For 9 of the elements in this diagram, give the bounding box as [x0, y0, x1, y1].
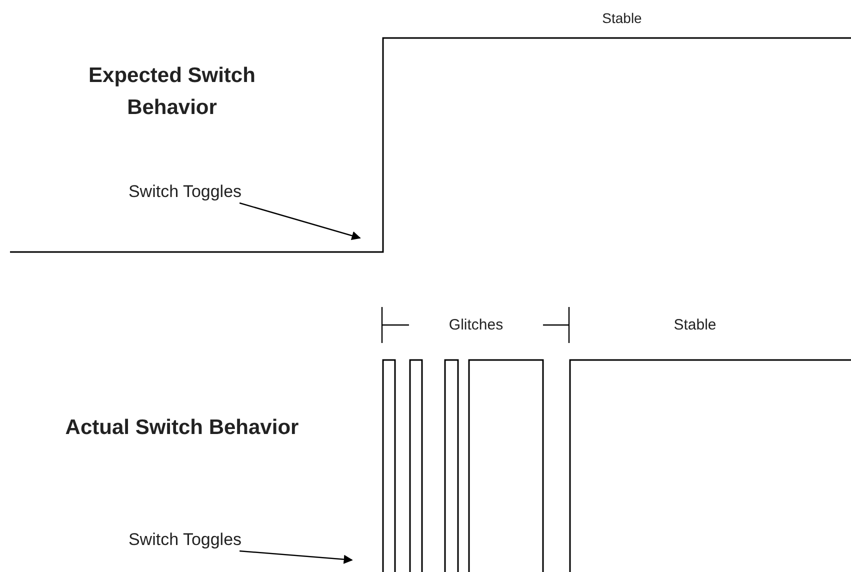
annotation-label: Switch Toggles — [128, 530, 242, 550]
leader-arrow — [240, 550, 353, 564]
glitches-label: Glitches — [448, 316, 504, 334]
stable-label: Stable — [674, 316, 716, 334]
leader-arrow — [239, 202, 361, 240]
heading: Actual Switch Behavior — [65, 416, 299, 440]
heading: Expected Switch Behavior — [88, 63, 256, 121]
stable-label: Stable — [602, 10, 642, 26]
annotation-label: Switch Toggles — [128, 182, 242, 202]
